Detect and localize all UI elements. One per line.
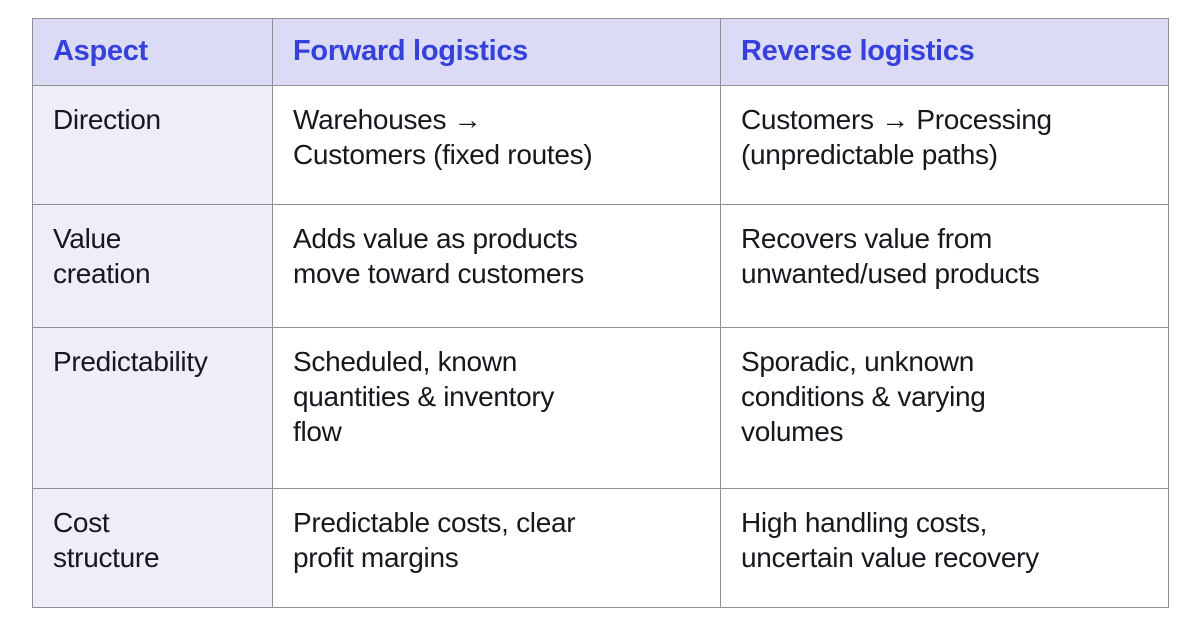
table-row-predictability: Predictability Scheduled, known quantiti…: [32, 327, 1169, 489]
logistics-comparison-table: Aspect Forward logistics Reverse logisti…: [32, 18, 1169, 608]
column-header-forward-logistics: Forward logistics: [272, 18, 721, 86]
reverse-logistics-cell: Customers → Processing (unpredictable pa…: [720, 85, 1169, 205]
table-row-cost-structure: Cost structure Predictable costs, clear …: [32, 488, 1169, 608]
aspect-label: Direction: [32, 85, 273, 205]
aspect-label: Predictability: [32, 327, 273, 489]
forward-logistics-cell: Adds value as products move toward custo…: [272, 204, 721, 328]
column-header-aspect: Aspect: [32, 18, 273, 86]
reverse-logistics-cell: High handling costs, uncertain value rec…: [720, 488, 1169, 608]
aspect-label: Cost structure: [32, 488, 273, 608]
header-row: Aspect Forward logistics Reverse logisti…: [32, 18, 1169, 86]
reverse-logistics-cell: Recovers value from unwanted/used produc…: [720, 204, 1169, 328]
column-header-reverse-logistics: Reverse logistics: [720, 18, 1169, 86]
forward-logistics-cell: Scheduled, known quantities & inventory …: [272, 327, 721, 489]
table-row-value-creation: Value creation Adds value as products mo…: [32, 204, 1169, 328]
forward-logistics-cell: Predictable costs, clear profit margins: [272, 488, 721, 608]
table-row-direction: Direction Warehouses → Customers (fixed …: [32, 85, 1169, 205]
aspect-label: Value creation: [32, 204, 273, 328]
forward-logistics-cell: Warehouses → Customers (fixed routes): [272, 85, 721, 205]
reverse-logistics-cell: Sporadic, unknown conditions & varying v…: [720, 327, 1169, 489]
